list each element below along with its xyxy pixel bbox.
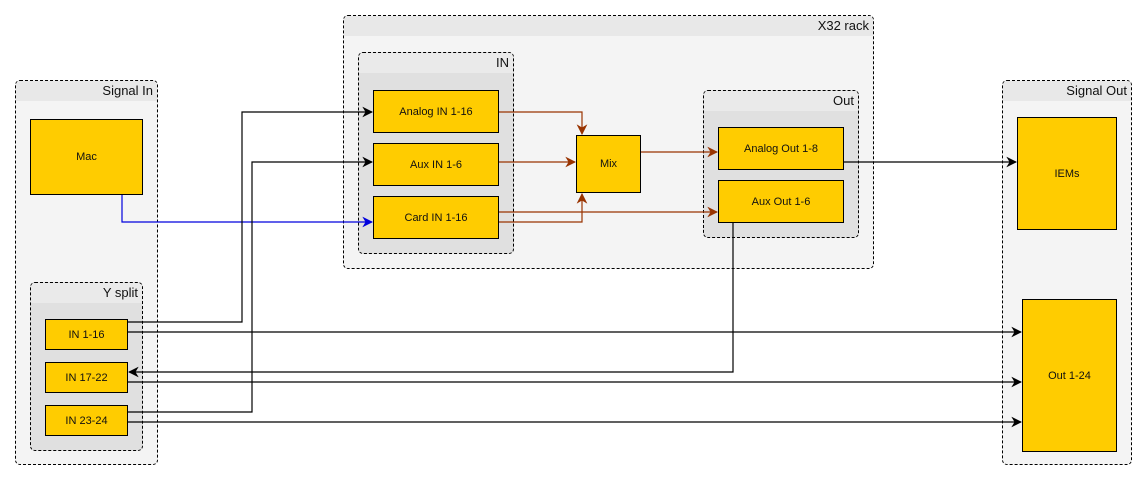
node-analog-out[interactable]: Analog Out 1-8 <box>718 127 844 170</box>
node-in-17-22[interactable]: IN 17-22 <box>45 362 128 393</box>
node-in-23-24[interactable]: IN 23-24 <box>45 405 128 436</box>
group-title: Signal In <box>16 81 157 101</box>
wire-mac-to-card-in <box>121 195 374 228</box>
group-title: IN <box>359 53 513 73</box>
node-card-in[interactable]: Card IN 1-16 <box>373 196 499 239</box>
group-title: Out <box>704 91 858 111</box>
node-analog-in[interactable]: Analog IN 1-16 <box>373 90 499 133</box>
wire-in-1-16-to-analog-in <box>128 106 374 323</box>
node-aux-out[interactable]: Aux Out 1-6 <box>718 180 844 223</box>
node-iems[interactable]: IEMs <box>1017 117 1117 230</box>
group-title: Y split <box>31 283 142 303</box>
group-title: Signal Out <box>1003 81 1131 101</box>
node-in-1-16[interactable]: IN 1-16 <box>45 319 128 350</box>
node-aux-in[interactable]: Aux IN 1-6 <box>373 143 499 186</box>
node-out-1-24[interactable]: Out 1-24 <box>1022 299 1117 452</box>
node-mix[interactable]: Mix <box>576 135 641 193</box>
group-title: X32 rack <box>344 16 873 36</box>
node-mac[interactable]: Mac <box>30 119 143 195</box>
wire-in-23-24-to-aux-in <box>128 156 374 413</box>
